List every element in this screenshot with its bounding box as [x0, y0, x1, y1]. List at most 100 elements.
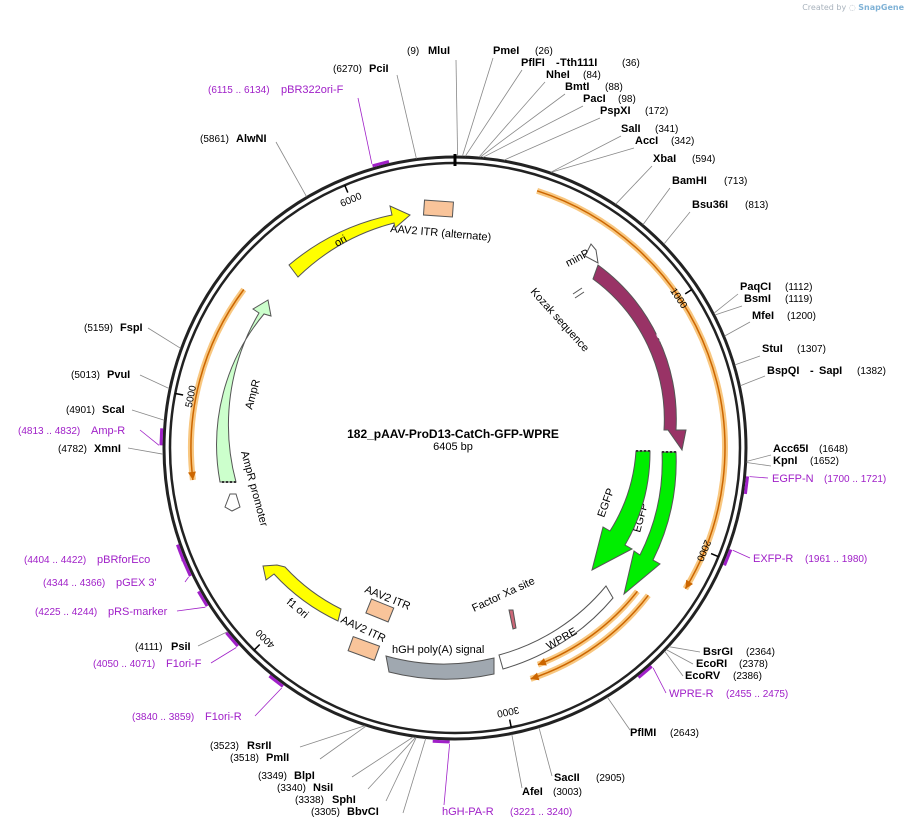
- enzyme-pmli-name[interactable]: PmlI: [266, 752, 289, 764]
- primer-wpre-r-name[interactable]: WPRE-R: [669, 688, 714, 700]
- enzyme-leader-line: [666, 649, 694, 665]
- enzyme-sapi-name[interactable]: SapI: [819, 365, 842, 377]
- feature-f1-ori-arrow[interactable]: [262, 564, 342, 622]
- enzyme-mlui-name[interactable]: MluI: [428, 45, 450, 57]
- enzyme-pmei-name[interactable]: PmeI: [493, 45, 519, 57]
- orf-wpre[interactable]: [529, 593, 651, 682]
- enzyme-blpi-name[interactable]: BlpI: [294, 770, 315, 782]
- tick-3000: [508, 719, 512, 728]
- primer-amp-r-range: (4813 .. 4832): [18, 426, 80, 437]
- enzyme-rsrii-name[interactable]: RsrII: [247, 740, 271, 752]
- enzyme-acc65i-name[interactable]: Acc65I: [773, 443, 808, 455]
- enzyme-leader-line: [664, 650, 684, 677]
- enzyme-nsii-name[interactable]: NsiI: [313, 782, 333, 794]
- enzyme-afei-name[interactable]: AfeI: [522, 786, 543, 798]
- feature-chr2-arrow[interactable]: [592, 264, 687, 452]
- primer-egfp-n-name[interactable]: EGFP-N: [772, 473, 814, 485]
- primer-pgex-3-name[interactable]: pGEX 3': [116, 577, 157, 589]
- enzyme-bmti-pos: (88): [605, 82, 623, 93]
- enzyme-acci-name[interactable]: AccI: [635, 135, 658, 147]
- enzyme-psii-name[interactable]: PsiI: [171, 641, 191, 653]
- enzyme-sacii-name[interactable]: SacII: [554, 772, 580, 784]
- feature-aav2-itr-lower[interactable]: [347, 635, 381, 661]
- enzyme-bsu36i-name[interactable]: Bsu36I: [692, 199, 728, 211]
- feature-minp-label: minP: [564, 247, 592, 269]
- enzyme-pcii-name[interactable]: PciI: [369, 63, 389, 75]
- primer-site-marker[interactable]: [181, 559, 192, 577]
- enzyme-bsmi-name[interactable]: BsmI: [744, 293, 771, 305]
- enzyme-leader-line: [740, 375, 766, 387]
- tick-label-5000: 5000: [184, 384, 199, 408]
- enzyme-paci-name[interactable]: PacI: [583, 93, 606, 105]
- enzyme-mfei-name[interactable]: MfeI: [752, 310, 774, 322]
- enzyme-fspi-name[interactable]: FspI: [120, 322, 143, 334]
- primer-site-marker[interactable]: [372, 160, 390, 168]
- feature-hgh-polya-signal[interactable]: [385, 655, 495, 680]
- primer-site-marker[interactable]: [197, 590, 209, 607]
- orf-wpre-short[interactable]: [536, 589, 640, 668]
- enzyme-pspxi-name[interactable]: PspXI: [600, 105, 631, 117]
- primer-pbr322ori-f-name[interactable]: pBR322ori-F: [281, 84, 344, 96]
- enzyme-ecorv-pos: (2386): [733, 671, 762, 682]
- primer-prs-marker-name[interactable]: pRS-marker: [108, 606, 168, 618]
- feature-ampr-promoter[interactable]: [224, 493, 241, 512]
- enzyme-tth111i-name[interactable]: Tth111I: [560, 57, 597, 69]
- enzyme-xmni-name[interactable]: XmnI: [94, 443, 121, 455]
- primer-hgh-pa-r-name[interactable]: hGH-PA-R: [442, 806, 494, 818]
- feature-minp[interactable]: [584, 243, 599, 264]
- primer-site-marker[interactable]: [268, 674, 284, 688]
- enzyme-bspqi-name[interactable]: BspQI: [767, 365, 799, 377]
- enzyme-bamhi-pos: (713): [724, 176, 747, 187]
- enzyme-bsrgi-name[interactable]: BsrGI: [703, 646, 733, 658]
- enzyme-leader-line: [131, 409, 165, 421]
- enzyme-pvui-name[interactable]: PvuI: [107, 369, 130, 381]
- enzyme-pflmi-name[interactable]: PflMI: [630, 727, 656, 739]
- enzyme-leader-line: [482, 105, 584, 158]
- enzyme-stui-name[interactable]: StuI: [762, 343, 783, 355]
- primer-exfp-r-name[interactable]: EXFP-R: [753, 553, 793, 565]
- enzyme-pflfi-name[interactable]: PflFI: [521, 57, 545, 69]
- primer-site-marker[interactable]: [175, 544, 185, 561]
- enzyme-scai-name[interactable]: ScaI: [102, 404, 125, 416]
- feature-factor-xa-site[interactable]: [508, 609, 517, 630]
- enzyme-tth111i-dash: -: [556, 57, 560, 69]
- primer-site-marker[interactable]: [637, 665, 653, 679]
- primer-f1ori-f-name[interactable]: F1ori-F: [166, 658, 202, 670]
- primer-f1ori-r-name[interactable]: F1ori-R: [205, 711, 242, 723]
- enzyme-sali-name[interactable]: SalI: [621, 123, 641, 135]
- enzyme-nhei-name[interactable]: NheI: [546, 69, 570, 81]
- feature-aav2-itr-alternate[interactable]: [422, 199, 454, 218]
- enzyme-bmti-name[interactable]: BmtI: [565, 81, 589, 93]
- feature-ori-arrow[interactable]: [288, 205, 411, 278]
- primer-site-marker[interactable]: [432, 739, 450, 744]
- enzyme-bamhi-name[interactable]: BamHI: [672, 175, 707, 187]
- feature-aav2-itr-upper[interactable]: [365, 598, 395, 623]
- enzyme-xbai-name[interactable]: XbaI: [653, 153, 676, 165]
- primer-amp-r-name[interactable]: Amp-R: [91, 425, 125, 437]
- orf-ampr[interactable]: [188, 287, 247, 481]
- primer-site-marker[interactable]: [225, 631, 239, 648]
- primer-site-marker[interactable]: [743, 476, 750, 495]
- enzyme-bbvci-name[interactable]: BbvCI: [347, 806, 379, 818]
- enzyme-sphi-name[interactable]: SphI: [332, 794, 356, 806]
- enzyme-ecorv-name[interactable]: EcoRV: [685, 670, 721, 682]
- enzyme-nsii-pos: (3340): [277, 783, 306, 794]
- feature-ampr-arrow[interactable]: [216, 299, 272, 483]
- enzyme-alwni-name[interactable]: AlwNI: [236, 133, 267, 145]
- enzyme-leader-line: [275, 141, 307, 197]
- enzyme-leader-line: [367, 737, 416, 790]
- enzyme-scai-pos: (4901): [66, 405, 95, 416]
- orf-chr2-egfp[interactable]: [536, 187, 728, 591]
- feature-wpre[interactable]: [498, 585, 614, 670]
- enzyme-kpni-name[interactable]: KpnI: [773, 455, 797, 467]
- enzyme-ecori-name[interactable]: EcoRI: [696, 658, 727, 670]
- enzyme-psii-pos: (4111): [135, 642, 162, 653]
- enzyme-bbvci-pos: (3305): [311, 807, 340, 818]
- primer-site-marker[interactable]: [159, 428, 164, 446]
- enzyme-bsmi-pos: (1119): [785, 294, 812, 305]
- enzyme-paqci-name[interactable]: PaqCI: [740, 281, 771, 293]
- primer-site-marker[interactable]: [723, 549, 733, 566]
- feature-egfp-inner-arrow[interactable]: [591, 450, 651, 571]
- feature-egfp-outer-arrow[interactable]: [623, 451, 677, 596]
- primer-pbrforeco-name[interactable]: pBRforEco: [97, 554, 150, 566]
